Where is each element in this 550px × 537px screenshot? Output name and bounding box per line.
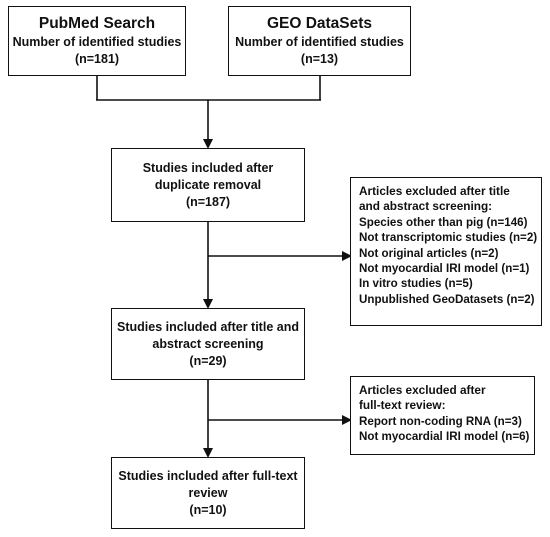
- exclude2-heading-line2: full-text review:: [359, 398, 446, 413]
- exclude2-heading-line1: Articles excluded after: [359, 383, 486, 397]
- pubmed-search-box: PubMed Search Number of identified studi…: [8, 6, 186, 76]
- final-line1: Studies included after full-text: [118, 468, 298, 483]
- dedup-count: (n=187): [185, 194, 231, 209]
- pubmed-title: PubMed Search: [38, 15, 156, 32]
- geo-count: (n=13): [300, 52, 339, 66]
- screen-line2: abstract screening: [152, 336, 264, 351]
- exclusion-full-text-box: Articles excluded after full-text review…: [350, 376, 535, 455]
- exclude1-item: In vitro studies (n=5): [359, 277, 473, 291]
- geo-subtitle: Number of identified studies: [235, 35, 404, 49]
- exclude1-item: Unpublished GeoDatasets (n=2): [359, 292, 535, 306]
- geo-title: GEO DataSets: [266, 15, 373, 32]
- full-text-review-box: Studies included after full-text review …: [111, 457, 305, 529]
- exclude1-item: Not original articles (n=2): [359, 246, 499, 260]
- exclude1-heading-line1: Articles excluded after title: [359, 184, 510, 198]
- final-count: (n=10): [189, 502, 227, 517]
- exclude2-item: Report non-coding RNA (n=3): [359, 414, 522, 428]
- final-line2: review: [188, 485, 228, 500]
- screen-count: (n=29): [189, 353, 227, 368]
- exclude2-item: Not myocardial IRI model (n=6): [359, 430, 530, 444]
- pubmed-subtitle: Number of identified studies: [12, 35, 182, 49]
- exclude1-item: Not myocardial IRI model (n=1): [359, 262, 530, 276]
- duplicate-removal-box: Studies included after duplicate removal…: [111, 148, 305, 222]
- screen-line1: Studies included after title and: [117, 319, 299, 334]
- exclude1-item: Species other than pig (n=146): [359, 215, 528, 229]
- pubmed-count: (n=181): [74, 52, 120, 66]
- exclusion-title-abstract-box: Articles excluded after title and abstra…: [350, 177, 542, 326]
- dedup-line2: duplicate removal: [154, 177, 262, 192]
- exclude1-heading-line2: and abstract screening:: [359, 199, 493, 214]
- dedup-line1: Studies included after: [142, 160, 274, 175]
- title-abstract-screening-box: Studies included after title and abstrac…: [111, 308, 305, 380]
- exclude1-item: Not transcriptomic studies (n=2): [359, 231, 538, 245]
- geo-datasets-box: GEO DataSets Number of identified studie…: [228, 6, 411, 76]
